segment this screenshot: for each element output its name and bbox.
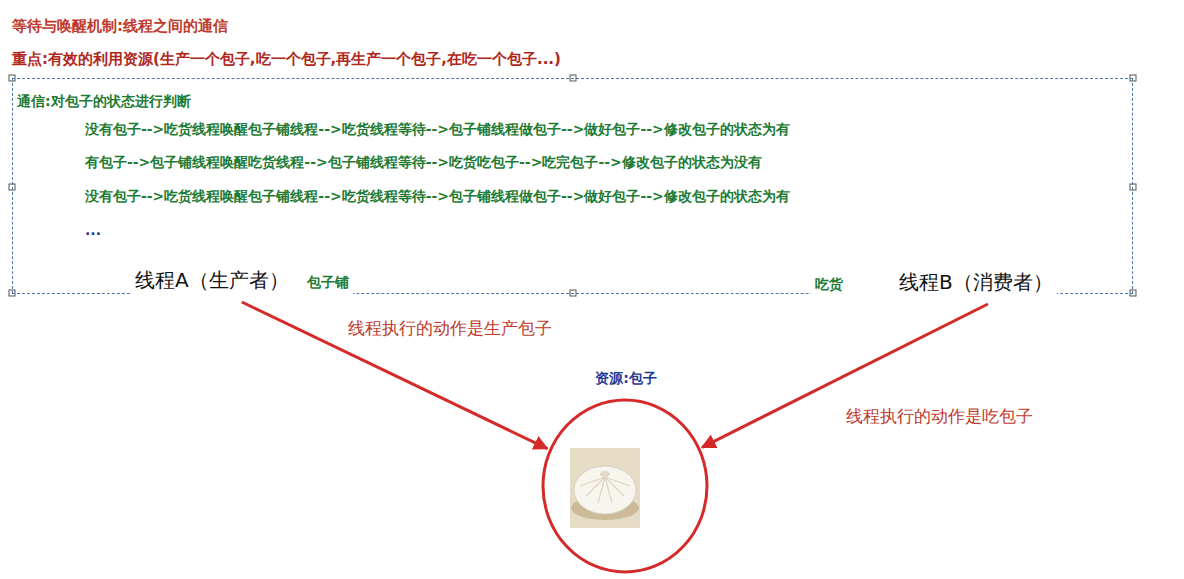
note-text: 重点:有效的利用资源(生产一个包子,吃一个包子,再生产一个包子,在吃一个包子..… <box>12 50 561 69</box>
handle <box>1130 184 1136 190</box>
node-text: 包子铺 <box>307 274 349 292</box>
node-text: 吃货 <box>815 276 843 294</box>
page-title: 等待与唤醒机制:线程之间的通信 <box>12 17 228 36</box>
edge-label: 线程执行的动作是生产包子 <box>345 316 555 341</box>
edge-label: 线程执行的动作是吃包子 <box>843 404 1036 429</box>
node-text: 资源:包子 <box>540 368 712 388</box>
node-text: ... <box>85 222 101 238</box>
node-text: 通信:对包子的状态进行判断 <box>17 93 191 111</box>
node-text: 线程B（消费者） <box>899 269 1053 296</box>
producer-thread: 线程A（生产者） 包子铺 <box>131 265 353 296</box>
communication-box: 通信:对包子的状态进行判断没有包子-->吃货线程唤醒包子铺线程-->吃货线程等待… <box>12 78 1133 294</box>
handle <box>570 290 576 296</box>
resource-circle: 资源:包子 <box>540 368 712 575</box>
consumer-thread: 吃货 线程B（消费者） <box>811 267 1057 298</box>
resource-illustration <box>540 368 712 575</box>
node-text: 没有包子-->吃货线程唤醒包子铺线程-->吃货线程等待-->包子铺线程做包子--… <box>85 121 790 139</box>
bun-picture <box>570 448 640 528</box>
node-text: 线程A（生产者） <box>135 267 289 294</box>
handle <box>1130 290 1136 296</box>
node-text: 有包子-->包子铺线程唤醒吃货线程-->包子铺线程等待-->吃货吃包子-->吃完… <box>85 154 762 172</box>
circle-outline <box>543 400 707 572</box>
node-text: 没有包子-->吃货线程唤醒包子铺线程-->吃货线程等待-->包子铺线程做包子--… <box>85 188 790 206</box>
